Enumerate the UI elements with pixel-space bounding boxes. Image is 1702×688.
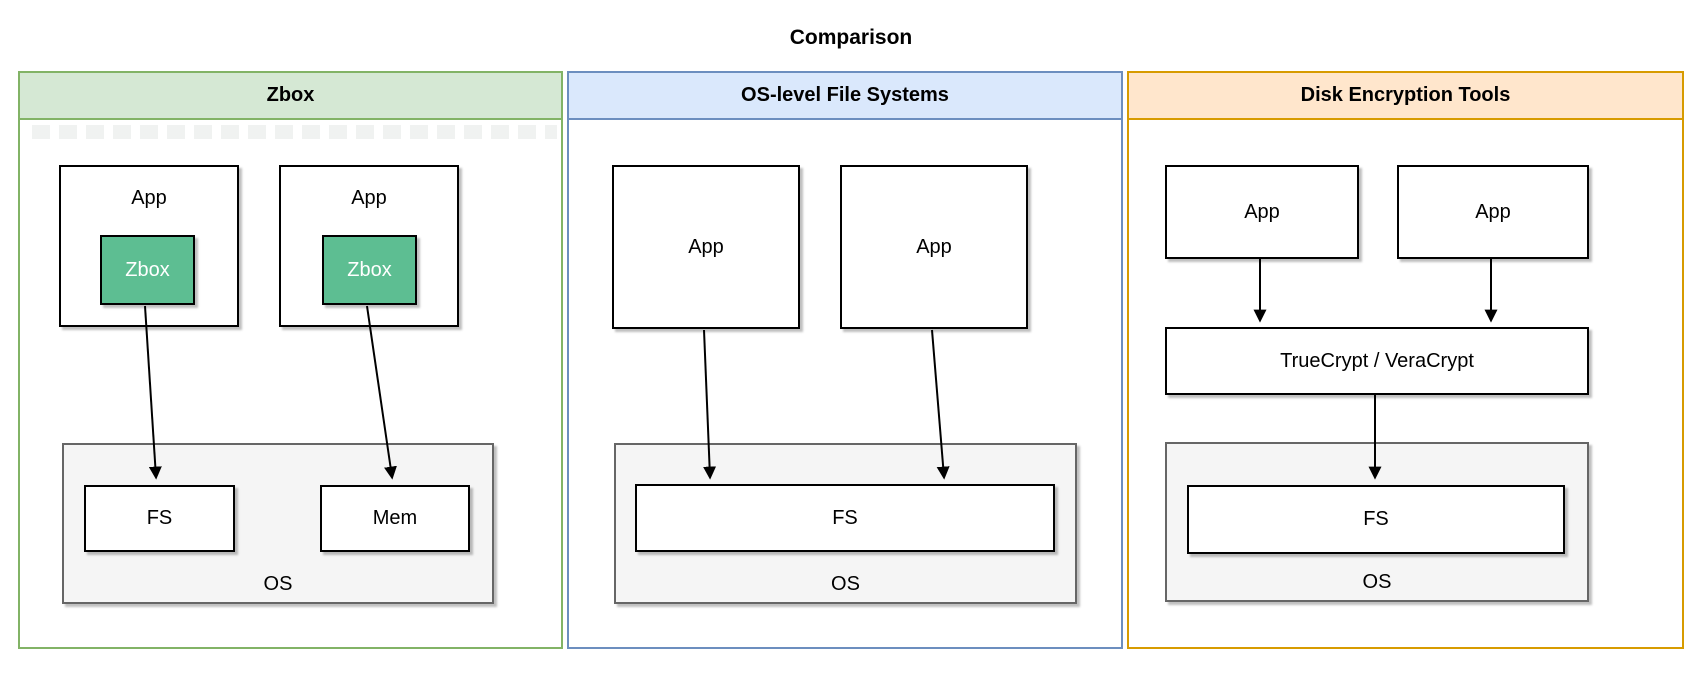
panel-zbox: Zbox App Zbox App Zbox FS Mem OS [18,71,563,649]
os-label: OS [263,573,293,595]
osfs-panel-app1-box: App [612,165,800,329]
osfs-panel-fs-box: FS [635,484,1055,552]
app-label: App [351,187,387,209]
zbox-component-2: Zbox [322,235,417,305]
truecrypt-veracrypt-box: TrueCrypt / VeraCrypt [1165,327,1589,395]
os-label: OS [831,573,860,595]
disk-panel-app1-box: App [1165,165,1359,259]
disk-panel-app2-box: App [1397,165,1589,259]
osfs-panel-app2-box: App [840,165,1028,329]
zbox-component-1: Zbox [100,235,195,305]
faded-text-artifact [32,125,557,139]
disk-panel-os-container: FS OS [1165,442,1589,602]
zbox-panel-app2-box: App Zbox [279,165,459,327]
panel-disk-encryption-tools-header: Disk Encryption Tools [1129,73,1682,120]
zbox-panel-fs-box: FS [84,485,235,552]
disk-panel-fs-box: FS [1187,485,1565,554]
app-label: App [131,187,167,209]
panel-os-level-file-systems: OS-level File Systems App App FS OS [567,71,1123,649]
osfs-panel-os-container: FS OS [614,443,1077,604]
panel-disk-encryption-tools: Disk Encryption Tools App App TrueCrypt … [1127,71,1684,649]
zbox-panel-os-container: FS Mem OS [62,443,494,604]
panel-zbox-header: Zbox [20,73,561,120]
os-label: OS [1362,571,1392,593]
zbox-panel-mem-box: Mem [320,485,470,552]
zbox-panel-app1-box: App Zbox [59,165,239,327]
panel-os-level-file-systems-header: OS-level File Systems [569,73,1121,120]
diagram-title: Comparison [789,26,913,49]
